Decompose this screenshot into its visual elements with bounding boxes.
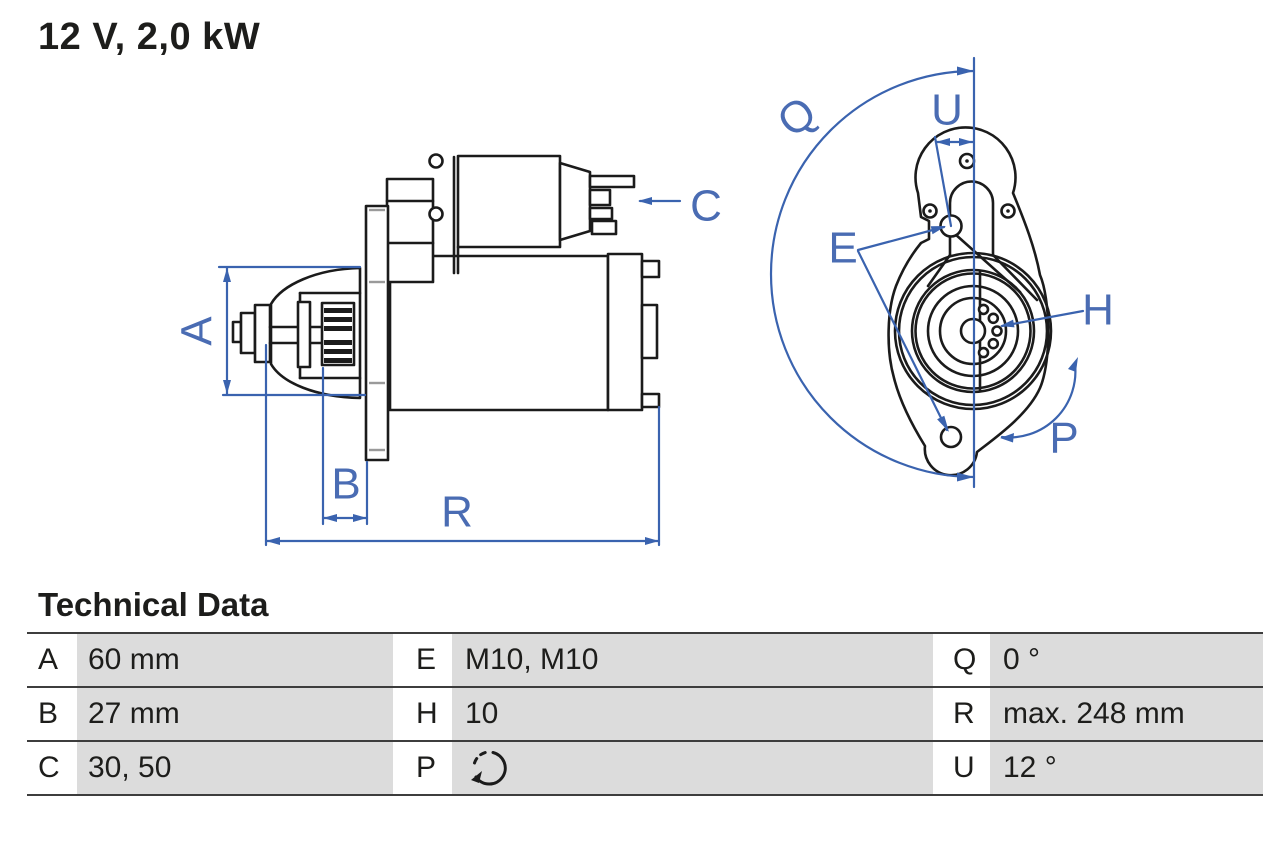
- side-view-outline: [231, 153, 661, 462]
- solenoid-nose: [558, 161, 592, 242]
- param-value-p: [452, 742, 933, 794]
- dimension-label-b: B: [331, 460, 360, 509]
- param-key-c: C: [38, 742, 77, 794]
- param-value-r: max. 248 mm: [990, 688, 1263, 740]
- param-value-b: 27 mm: [77, 688, 393, 740]
- leader-e-bottom: [856, 249, 949, 432]
- flange-outline: [887, 126, 1050, 477]
- dimension-label-p: P: [1049, 414, 1078, 463]
- shaft-collar-1: [239, 311, 257, 355]
- shaft-collar-2: [253, 303, 272, 364]
- param-key-q: Q: [953, 634, 990, 686]
- technical-data-heading: Technical Data: [38, 586, 269, 623]
- spline-tooth: [987, 312, 1000, 325]
- terminal-block-1: [588, 188, 612, 207]
- dimension-label-h: H: [1082, 286, 1114, 335]
- param-key-p: P: [416, 742, 452, 794]
- param-key-b: B: [38, 688, 77, 740]
- pinion-gear: [320, 301, 356, 367]
- terminal-stud: [588, 174, 636, 189]
- dimension-label-r: R: [441, 488, 473, 537]
- param-value-q: 0 °: [990, 634, 1263, 686]
- flange-view-outline: [887, 126, 1053, 477]
- dimension-line-u-slant: [933, 135, 953, 228]
- dome-arch: [948, 180, 995, 257]
- param-key-h: H: [416, 688, 452, 740]
- mount-hole-e-bottom: [939, 425, 963, 449]
- spline-tooth: [991, 325, 1003, 337]
- leader-e-top: [856, 225, 946, 252]
- dimension-arc-q: [769, 69, 976, 479]
- end-cap: [606, 252, 644, 412]
- table-row: B 27 mm H 10 R max. 248 mm: [27, 688, 1263, 742]
- spline-tooth: [987, 337, 1000, 350]
- dimension-label-q: Q: [768, 87, 825, 147]
- param-value-e: M10, M10: [452, 634, 933, 686]
- dimension-label-u: U: [931, 86, 963, 135]
- solenoid: [456, 154, 562, 249]
- starter-motor-technical-drawing: A B R C: [173, 56, 1114, 547]
- param-key-u: U: [953, 742, 990, 794]
- param-key-r: R: [953, 688, 990, 740]
- dimension-label-a: A: [173, 316, 222, 346]
- leader-h: [1000, 309, 1085, 328]
- param-value-u: 12 °: [990, 742, 1263, 794]
- end-cap-tab-top: [640, 259, 661, 279]
- terminal-block-3: [590, 219, 618, 236]
- side-view-dimensions: A B R C: [173, 182, 722, 547]
- solenoid-bracket: [385, 177, 435, 284]
- dimension-label-e: E: [828, 224, 857, 273]
- param-value-h: 10: [452, 688, 933, 740]
- bolt-head-top: [428, 153, 444, 169]
- rotation-arc-p: [1000, 362, 1077, 439]
- page-title: 12 V, 2,0 kW: [38, 16, 261, 58]
- dimension-label-c: C: [690, 182, 722, 231]
- param-key-a: A: [38, 634, 77, 686]
- mounting-flange: [364, 204, 390, 462]
- bearing-plate: [296, 300, 312, 369]
- rotation-direction-icon: [471, 750, 507, 786]
- bolt-head-bottom: [428, 206, 444, 222]
- end-cap-tab-bottom: [640, 392, 661, 409]
- param-key-e: E: [416, 634, 452, 686]
- terminal-block-2: [588, 206, 614, 221]
- technical-data-table: A 60 mm E M10, M10 Q 0 ° B 27 mm H 10 R …: [27, 632, 1263, 796]
- spline-tooth: [977, 346, 990, 359]
- spline-tooth: [977, 303, 990, 316]
- param-value-a: 60 mm: [77, 634, 393, 686]
- table-row: C 30, 50 P U 12 °: [27, 742, 1263, 796]
- end-cap-boss: [640, 303, 659, 360]
- param-value-c: 30, 50: [77, 742, 393, 794]
- table-row: A 60 mm E M10, M10 Q 0 °: [27, 634, 1263, 688]
